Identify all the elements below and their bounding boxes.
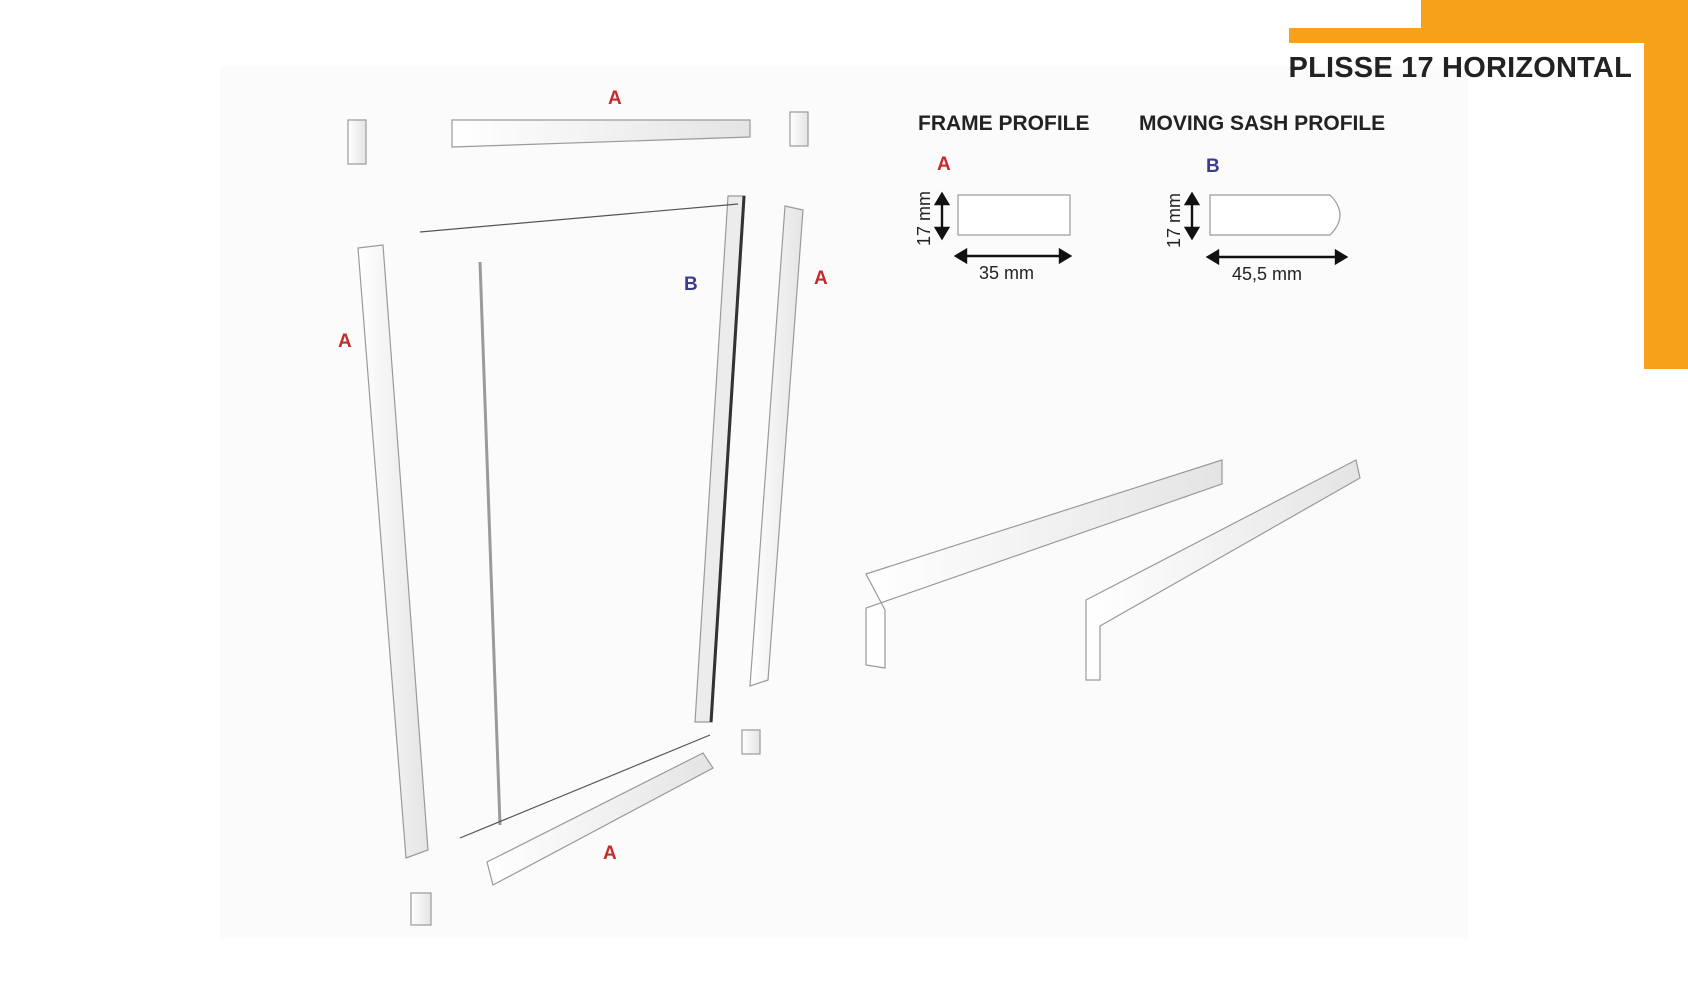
accent-cutout xyxy=(1644,369,1688,530)
sash-profile-height: 17 mm xyxy=(1164,192,1184,248)
top-frame-bar xyxy=(451,119,751,148)
label-left-frame: A xyxy=(338,331,352,352)
sash-profile-3d xyxy=(1085,459,1361,681)
corner-top-right xyxy=(789,111,809,147)
corner-bottom-left xyxy=(410,892,432,926)
frame-profile-width: 35 mm xyxy=(979,263,1035,283)
frame-profile-height: 17 mm xyxy=(914,190,934,246)
left-frame-bar xyxy=(357,244,429,859)
corner-bottom-right xyxy=(741,729,761,755)
page-title: PLISSE 17 HORIZONTAL xyxy=(1288,52,1632,84)
right-frame-bar xyxy=(749,205,804,687)
accent-strip xyxy=(1289,28,1421,43)
cord-top xyxy=(419,203,739,233)
frame-profile-section xyxy=(957,194,1071,236)
accent-block xyxy=(1421,0,1688,43)
frame-profile-3d xyxy=(865,459,1223,669)
sash-profile-width: 45,5 mm xyxy=(1232,264,1303,284)
frame-profile-heading: FRAME PROFILE xyxy=(918,112,1090,135)
sash-bar xyxy=(694,195,746,723)
frame-profile-tag: A xyxy=(937,154,951,175)
bottom-frame-bar xyxy=(486,752,714,886)
label-sash: B xyxy=(684,274,698,295)
sash-profile-heading: MOVING SASH PROFILE xyxy=(1139,112,1386,135)
sash-profile-tag: B xyxy=(1206,156,1220,177)
label-bottom-frame: A xyxy=(603,843,617,864)
sash-profile-section xyxy=(1209,194,1341,236)
cord-bottom xyxy=(459,734,711,839)
label-right-frame: A xyxy=(814,268,828,289)
corner-top-left xyxy=(347,119,367,165)
pleat-rail xyxy=(478,261,502,826)
label-top-frame: A xyxy=(608,88,622,109)
